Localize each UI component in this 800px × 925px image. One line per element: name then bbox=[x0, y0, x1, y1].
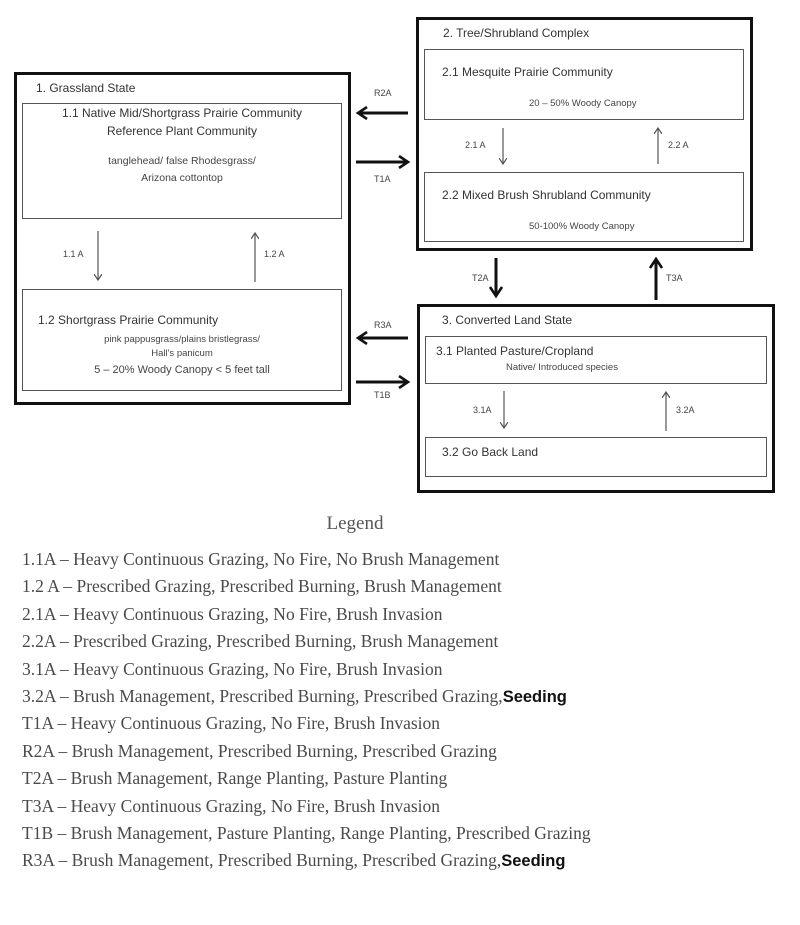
legend-separator: – bbox=[58, 576, 77, 597]
legend-item: T3A – Heavy Continuous Grazing, No Fire,… bbox=[22, 793, 591, 820]
legend-item: 3.2A – Brush Management, Prescribed Burn… bbox=[22, 683, 591, 710]
legend-text: Brush Management, Prescribed Burning, Pr… bbox=[71, 850, 502, 871]
legend-code: T3A bbox=[22, 795, 54, 816]
community-1-1-species-2: Arizona cottontop bbox=[141, 172, 223, 184]
legend-item: R3A – Brush Management, Prescribed Burni… bbox=[22, 847, 591, 874]
legend-code: 2.2A bbox=[22, 631, 56, 652]
legend-item: 1.2 A – Prescribed Grazing, Prescribed B… bbox=[22, 573, 591, 600]
legend-separator: – bbox=[55, 685, 74, 706]
legend-separator: – bbox=[54, 740, 72, 761]
legend-item: R2A – Brush Management, Prescribed Burni… bbox=[22, 738, 591, 765]
legend-item: T1A – Heavy Continuous Grazing, No Fire,… bbox=[22, 710, 591, 737]
legend-text: Prescribed Grazing, Prescribed Burning, … bbox=[76, 576, 502, 597]
label-t1b: T1B bbox=[374, 390, 391, 400]
label-1-1a: 1.1 A bbox=[63, 249, 84, 259]
legend-text: Brush Management, Prescribed Burning, Pr… bbox=[71, 740, 497, 761]
community-2-1-title: 2.1 Mesquite Prairie Community bbox=[442, 65, 613, 79]
label-t3a: T3A bbox=[666, 273, 683, 283]
legend-item: T1B – Brush Management, Pasture Planting… bbox=[22, 820, 591, 847]
community-2-1-canopy: 20 – 50% Woody Canopy bbox=[529, 98, 637, 109]
legend-text: Heavy Continuous Grazing, No Fire, Brush… bbox=[73, 658, 443, 679]
community-2-1 bbox=[424, 49, 744, 120]
community-3-1-title: 3.1 Planted Pasture/Cropland bbox=[436, 344, 594, 358]
legend-code: T1B bbox=[22, 822, 54, 843]
legend-code: R3A bbox=[22, 850, 55, 871]
legend-code: 3.2A bbox=[22, 685, 56, 706]
legend-code: 1.2 A bbox=[22, 576, 59, 597]
legend-code: T2A bbox=[22, 768, 54, 789]
label-3-1a: 3.1A bbox=[473, 405, 492, 415]
legend-separator: – bbox=[53, 768, 71, 789]
legend-code: T1A bbox=[22, 713, 54, 734]
legend-item: 3.1A – Heavy Continuous Grazing, No Fire… bbox=[22, 656, 591, 683]
community-1-2-species-1: pink pappusgrass/plains bristlegrass/ bbox=[104, 334, 260, 345]
community-1-1 bbox=[22, 103, 342, 219]
legend-text: Prescribed Grazing, Prescribed Burning, … bbox=[73, 631, 499, 652]
community-1-2-species-2: Hall's panicum bbox=[151, 348, 213, 359]
legend-item: 2.1A – Heavy Continuous Grazing, No Fire… bbox=[22, 601, 591, 628]
state-2-title: 2. Tree/Shrubland Complex bbox=[443, 26, 590, 40]
legend-extra: Seeding bbox=[502, 687, 567, 706]
state-3-title: 3. Converted Land State bbox=[442, 313, 573, 327]
legend-code: 1.1A bbox=[22, 549, 56, 569]
legend-separator: – bbox=[53, 795, 71, 816]
legend-separator: – bbox=[55, 631, 74, 652]
community-3-1 bbox=[425, 336, 767, 384]
legend-extra: Seeding bbox=[501, 852, 566, 871]
community-1-2 bbox=[22, 289, 342, 391]
legend-text: Heavy Continuous Grazing, No Fire, Brush… bbox=[73, 603, 443, 624]
legend-code: 2.1A bbox=[22, 603, 56, 624]
legend-list: 1.1A – Heavy Continuous Grazing, No Fire… bbox=[22, 546, 591, 875]
legend-text: Heavy Continuous Grazing, No Fire, No Br… bbox=[73, 549, 500, 569]
legend-title: Legend bbox=[326, 513, 384, 534]
community-3-2 bbox=[425, 437, 767, 477]
legend-separator: – bbox=[53, 822, 71, 843]
community-1-2-title: 1.2 Shortgrass Prairie Community bbox=[38, 313, 219, 327]
label-1-2a: 1.2 A bbox=[264, 249, 285, 259]
community-1-1-species-1: tanglehead/ false Rhodesgrass/ bbox=[108, 155, 256, 167]
community-3-1-species: Native/ Introduced species bbox=[506, 362, 618, 373]
community-2-2-canopy: 50-100% Woody Canopy bbox=[529, 221, 635, 232]
state-1-title: 1. Grassland State bbox=[36, 81, 136, 95]
legend-separator: – bbox=[55, 603, 74, 624]
legend-item: 2.2A – Prescribed Grazing, Prescribed Bu… bbox=[22, 628, 591, 655]
legend-text: Brush Management, Prescribed Burning, Pr… bbox=[73, 685, 503, 706]
legend-text: Heavy Continuous Grazing, No Fire, Brush… bbox=[70, 713, 441, 734]
label-r3a: R3A bbox=[374, 320, 392, 330]
label-t2a: T2A bbox=[472, 273, 489, 283]
legend-text: Brush Management, Pasture Planting, Rang… bbox=[70, 822, 591, 843]
community-2-2-title: 2.2 Mixed Brush Shrubland Community bbox=[442, 188, 651, 202]
label-t1a: T1A bbox=[374, 174, 391, 184]
legend-separator: – bbox=[55, 549, 74, 569]
label-r2a: R2A bbox=[374, 88, 392, 98]
community-1-1-subtitle: Reference Plant Community bbox=[106, 124, 258, 138]
legend-separator: – bbox=[53, 713, 71, 734]
legend-item: T2A – Brush Management, Range Planting, … bbox=[22, 765, 591, 792]
legend-text: Brush Management, Range Planting, Pastur… bbox=[70, 768, 448, 789]
label-2-2a: 2.2 A bbox=[668, 140, 689, 150]
legend-item: 1.1A – Heavy Continuous Grazing, No Fire… bbox=[22, 546, 591, 573]
community-3-2-title: 3.2 Go Back Land bbox=[442, 445, 539, 459]
community-2-2 bbox=[424, 172, 744, 242]
label-2-1a: 2.1 A bbox=[465, 140, 486, 150]
community-1-1-title: 1.1 Native Mid/Shortgrass Prairie Commun… bbox=[61, 106, 303, 120]
legend-separator: – bbox=[55, 658, 74, 679]
label-3-2a: 3.2A bbox=[676, 405, 695, 415]
legend-code: R2A bbox=[22, 740, 55, 761]
legend-separator: – bbox=[54, 850, 72, 871]
legend-code: 3.1A bbox=[22, 658, 56, 679]
legend-text: Heavy Continuous Grazing, No Fire, Brush… bbox=[70, 795, 441, 816]
community-1-2-canopy: 5 – 20% Woody Canopy < 5 feet tall bbox=[94, 364, 270, 376]
